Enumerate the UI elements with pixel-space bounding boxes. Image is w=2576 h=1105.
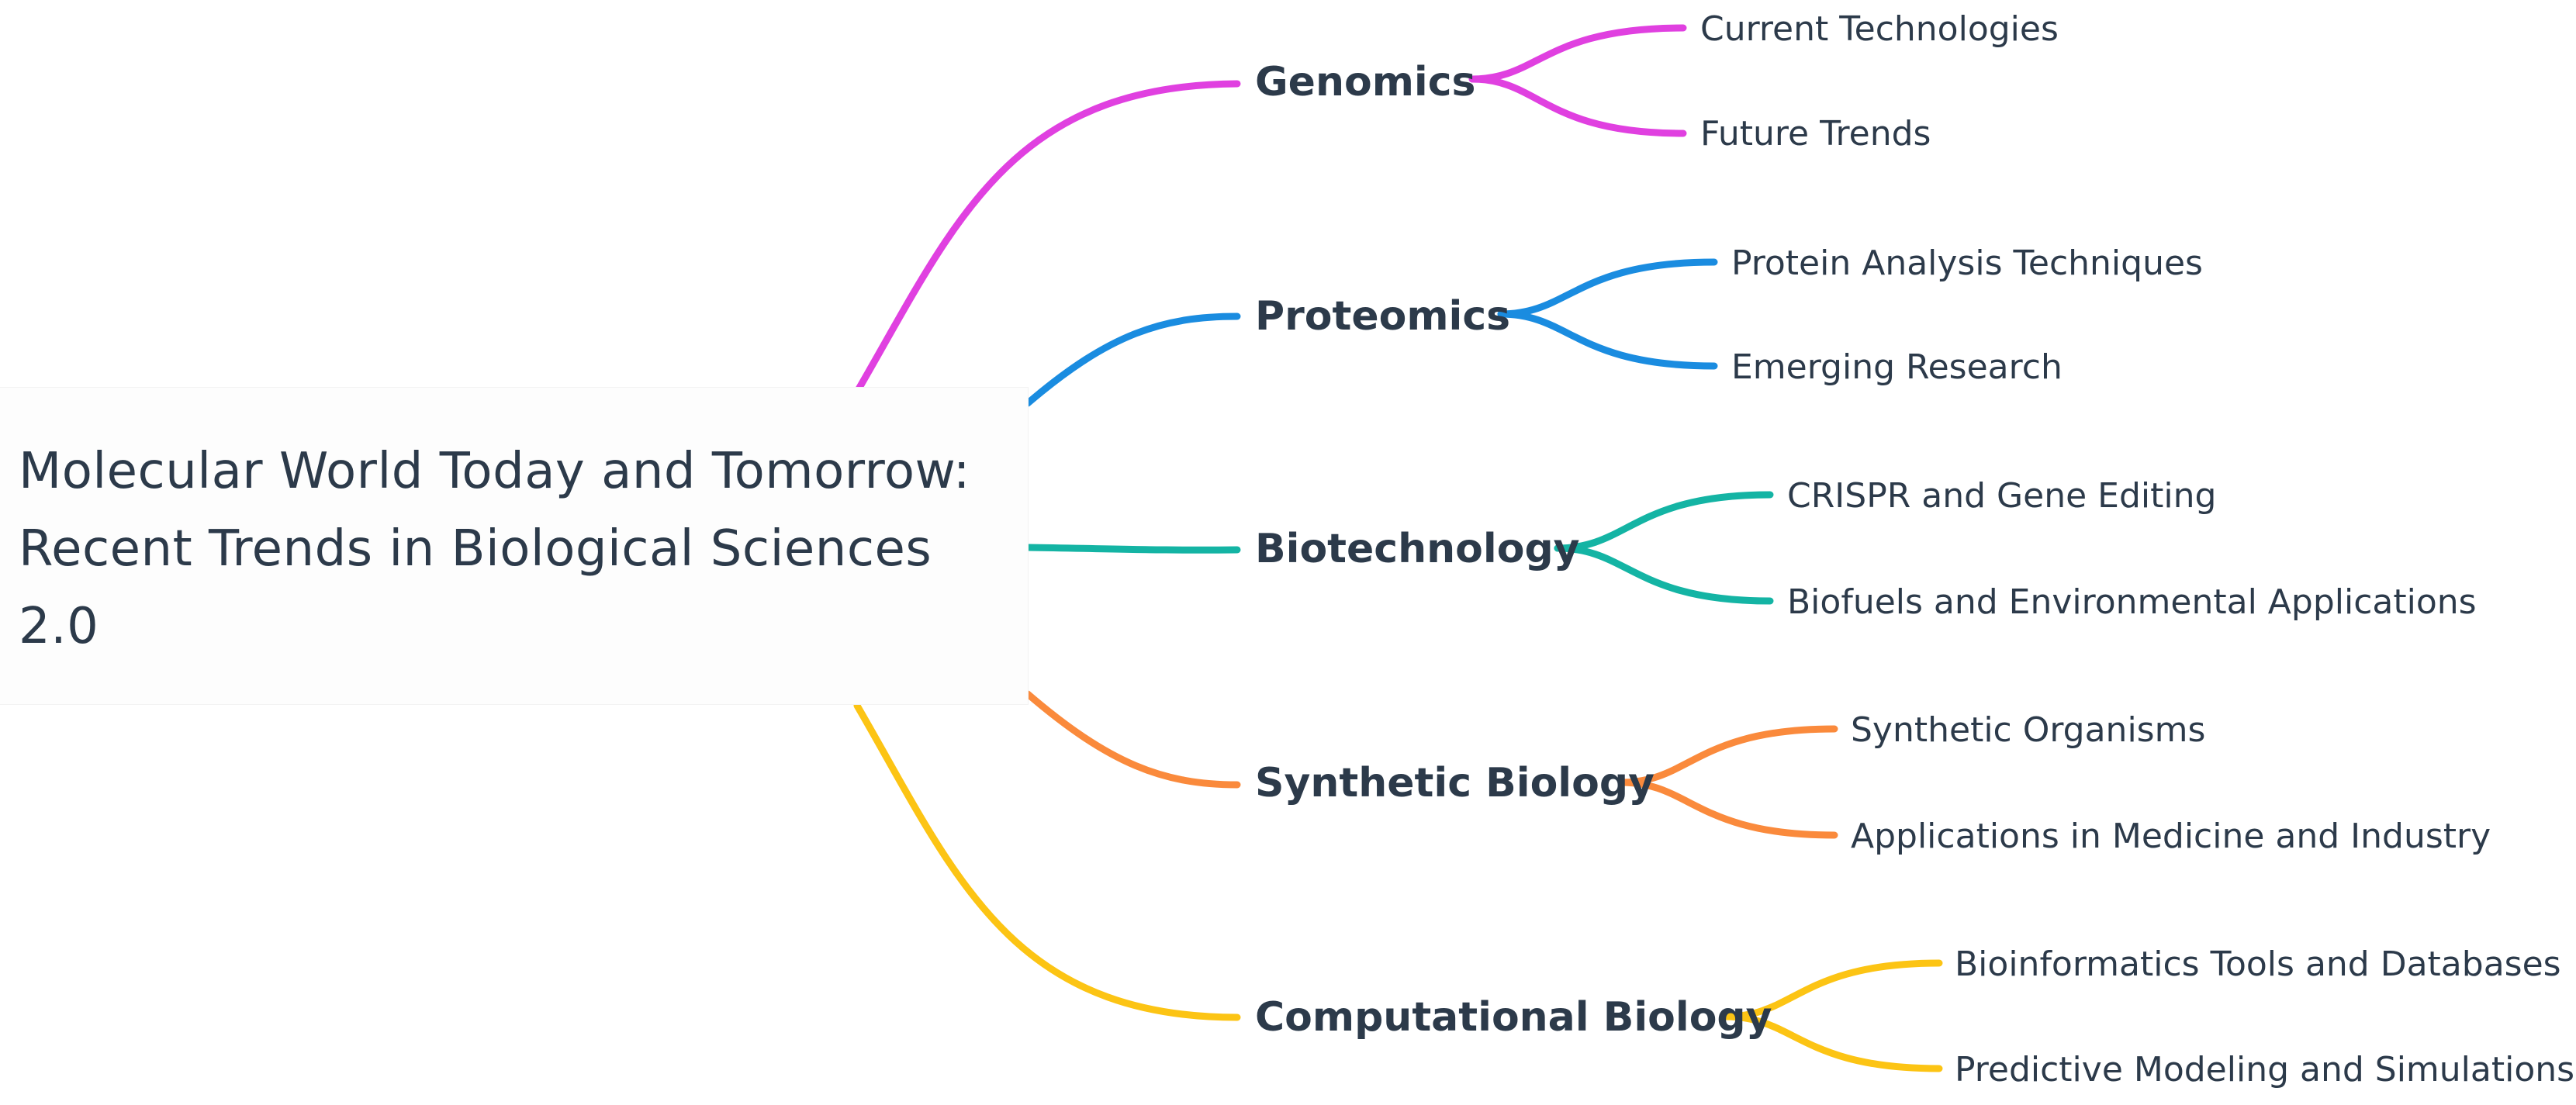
leaf-protein-analysis-techniques[interactable]: Protein Analysis Techniques xyxy=(1731,243,2203,283)
leaf-future-trends[interactable]: Future Trends xyxy=(1700,114,1931,154)
connector-computational-biology-bioinformatics xyxy=(1722,959,1943,1020)
connector-genomics-current-technologies xyxy=(1468,24,1687,83)
leaf-synthetic-organisms[interactable]: Synthetic Organisms xyxy=(1851,710,2206,750)
connector-root-computational-biology xyxy=(853,702,1241,1021)
branch-computational-biology[interactable]: Computational Biology xyxy=(1255,994,1772,1041)
leaf-applications-medicine-industry[interactable]: Applications in Medicine and Industry xyxy=(1851,817,2491,856)
root-node[interactable] xyxy=(0,388,1028,704)
connector-biotechnology-biofuels xyxy=(1554,544,1774,605)
leaf-current-technologies[interactable]: Current Technologies xyxy=(1700,9,2059,49)
leaf-emerging-research[interactable]: Emerging Research xyxy=(1731,347,2063,387)
connector-computational-biology-predictive xyxy=(1722,1013,1943,1072)
connector-proteomics-protein-analysis xyxy=(1497,258,1718,318)
branch-synthetic-biology[interactable]: Synthetic Biology xyxy=(1255,760,1655,806)
connector-biotechnology-crispr xyxy=(1554,491,1774,552)
connector-synthetic-biology-organisms xyxy=(1617,725,1838,786)
leaf-biofuels-environmental[interactable]: Biofuels and Environmental Applications xyxy=(1787,582,2477,622)
branch-proteomics[interactable]: Proteomics xyxy=(1255,293,1511,340)
branch-genomics[interactable]: Genomics xyxy=(1255,59,1476,105)
leaf-predictive-modeling[interactable]: Predictive Modeling and Simulations xyxy=(1955,1050,2575,1089)
connector-root-synthetic-biology xyxy=(1024,690,1241,789)
connector-root-biotechnology xyxy=(1024,544,1241,554)
connector-proteomics-emerging-research xyxy=(1497,310,1718,370)
leaf-crispr-gene-editing[interactable]: CRISPR and Gene Editing xyxy=(1787,476,2217,516)
leaf-bioinformatics-tools[interactable]: Bioinformatics Tools and Databases xyxy=(1955,944,2561,984)
connector-root-proteomics xyxy=(1024,313,1241,407)
connector-synthetic-biology-applications xyxy=(1617,779,1838,839)
branch-biotechnology[interactable]: Biotechnology xyxy=(1255,526,1580,572)
root-node-title: Molecular World Today and Tomorrow: Rece… xyxy=(19,443,970,655)
connector-genomics-future-trends xyxy=(1468,75,1687,137)
connector-root-genomics xyxy=(853,80,1241,395)
